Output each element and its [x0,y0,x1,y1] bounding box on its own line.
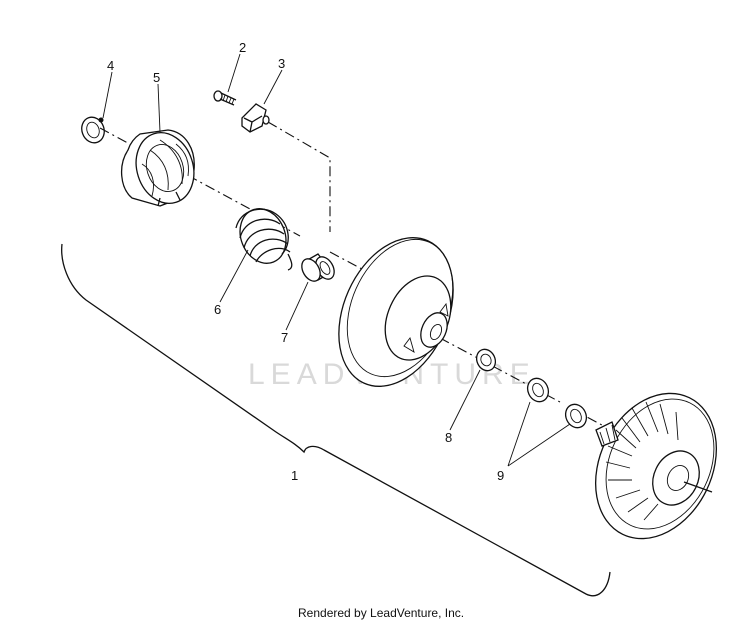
callout-4: 4 [107,58,114,73]
callout-7: 7 [281,330,288,345]
callout-8: 8 [445,430,452,445]
callout-1: 1 [291,468,298,483]
retaining-ring-part [81,116,105,144]
stationary-sheave-part [594,392,718,540]
callout-6: 6 [214,302,221,317]
leader-lines [102,53,571,467]
moveable-sheave-part [338,237,454,387]
footer-credit: Rendered by LeadVenture, Inc. [298,606,464,620]
callout-9: 9 [497,468,504,483]
spring-part [235,208,293,271]
cover-alignment-line [267,121,331,232]
bushing-part [301,253,335,282]
callout-2: 2 [239,40,246,55]
callout-5: 5 [153,70,160,85]
assembly-bracket [61,243,611,597]
screw-part [213,90,237,106]
washer-parts [526,377,588,429]
callout-3: 3 [278,56,285,71]
callout-labels: 4 5 2 3 6 7 8 9 1 [107,40,504,483]
assembly-axis-line [99,127,616,433]
spider-cam-part [121,129,195,207]
spacer-part [475,348,497,372]
cover-button-part [241,103,270,133]
